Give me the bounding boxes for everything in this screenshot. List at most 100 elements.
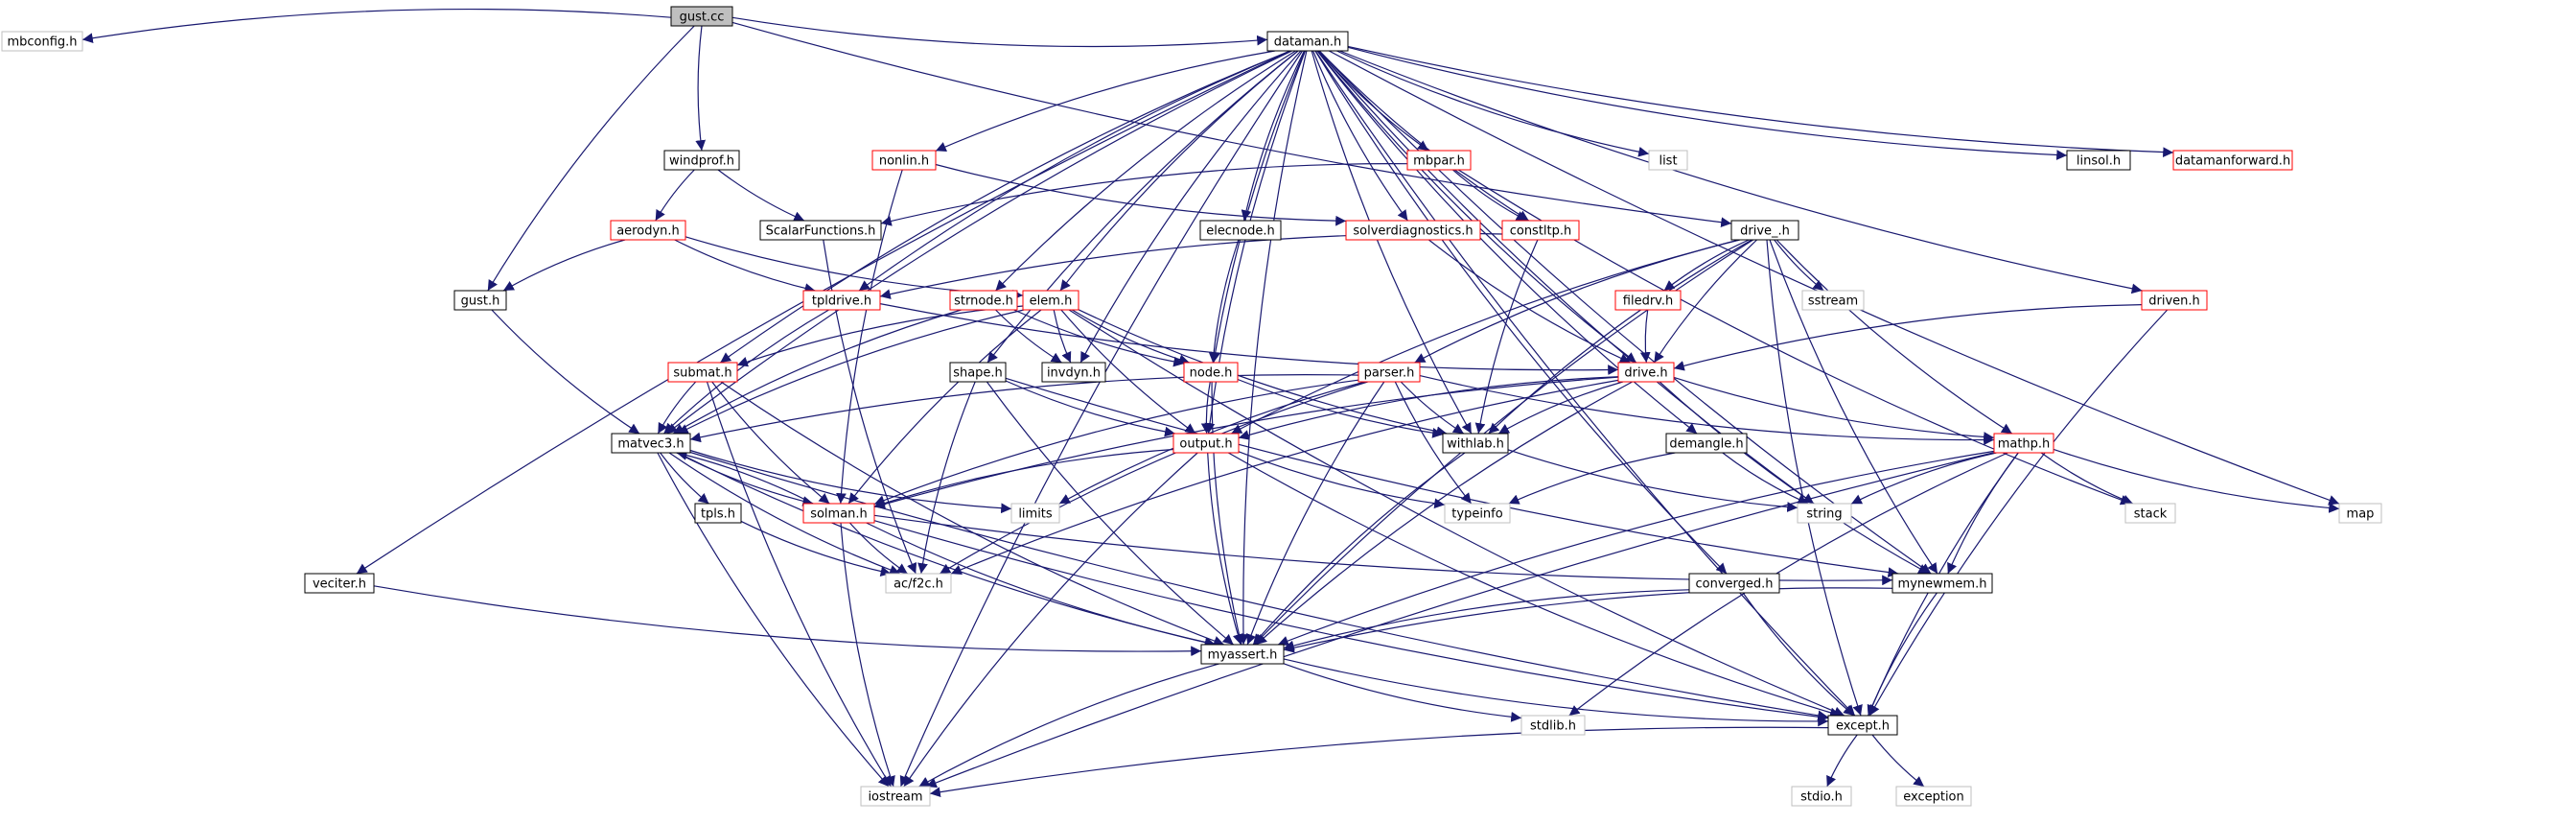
- edge-gust_cc-to-drive__h: [731, 21, 1732, 228]
- edge-parser_h-to-ac_f2c_h: [939, 381, 1368, 575]
- edge-node_h-to-myassert_h: [1211, 381, 1244, 646]
- edge-shape_h-to-mynewmem_h: [1005, 377, 1899, 577]
- node-label: map: [2347, 507, 2375, 522]
- edge-dataman_h-to-driven_h: [1339, 50, 2143, 294]
- node-label: datamanforward.h: [2175, 154, 2290, 169]
- edge-output_h-to-typeinfo: [1238, 451, 1446, 509]
- edge-submat_h-to-myassert_h: [720, 381, 1225, 647]
- node-strnode-h[interactable]: strnode.h: [949, 290, 1018, 311]
- node-box: [1010, 503, 1060, 524]
- node-mbpar-h[interactable]: mbpar.h: [1406, 150, 1472, 171]
- node-demangle-h[interactable]: demangle.h: [1665, 433, 1748, 454]
- edge-parser_h-to-mathp_h: [1419, 375, 1995, 445]
- node-box: [1791, 786, 1852, 807]
- node-limits: limits: [1010, 503, 1060, 524]
- node-box: [1022, 290, 1079, 311]
- node-box: [1183, 362, 1239, 383]
- node-mynewmem-h[interactable]: mynewmem.h: [1891, 573, 1993, 594]
- edge-withlab_h-to-myassert_h: [1252, 452, 1466, 646]
- node-mathp-h[interactable]: mathp.h: [1993, 433, 2054, 454]
- node-elecnode-h[interactable]: elecnode.h: [1199, 220, 1282, 241]
- node-mbconfig-h: mbconfig.h: [1, 31, 83, 52]
- edge-drive__h-to-myassert_h: [1253, 239, 1754, 646]
- node-linsol-h[interactable]: linsol.h: [2066, 150, 2131, 171]
- node-box: [1614, 290, 1682, 311]
- node-box: [1648, 150, 1688, 171]
- node-nonlin-h[interactable]: nonlin.h: [871, 150, 937, 171]
- node-filedrv-h[interactable]: filedrv.h: [1614, 290, 1682, 311]
- node-label: submat.h: [673, 366, 731, 381]
- node-box: [2066, 150, 2131, 171]
- node-withlab-h[interactable]: withlab.h: [1442, 433, 1509, 454]
- edge-output_h-to-iostream: [903, 452, 1198, 788]
- nodes-layer: gust.cc mbconfig.h dataman.h windprof.h nonl…: [1, 6, 2382, 807]
- node-submat-h[interactable]: submat.h: [667, 362, 738, 383]
- node-driven-h[interactable]: driven.h: [2141, 290, 2208, 311]
- node-aerodyn-h[interactable]: aerodyn.h: [610, 220, 686, 241]
- node-dataman-h[interactable]: dataman.h: [1266, 31, 1349, 52]
- node-label: mbconfig.h: [7, 35, 77, 50]
- edge-dataman_h-to-drive_h: [1316, 50, 1637, 364]
- node-label: limits: [1018, 507, 1053, 522]
- edge-drive__h-to-mathp_h: [1775, 239, 2013, 435]
- edge-solman_h-to-matvec3_h: [676, 450, 814, 505]
- node-solman-h[interactable]: solman.h: [802, 503, 875, 524]
- node-label: node.h: [1190, 366, 1233, 381]
- node-converged-h[interactable]: converged.h: [1688, 573, 1780, 594]
- node-parser-h[interactable]: parser.h: [1358, 362, 1421, 383]
- node-output-h[interactable]: output.h: [1172, 433, 1240, 454]
- node-scalarfunctions-h[interactable]: ScalarFunctions.h: [759, 220, 882, 241]
- node-except-h[interactable]: except.h: [1827, 715, 1898, 736]
- node-tpls-h[interactable]: tpls.h: [694, 503, 742, 524]
- node-constltp-h[interactable]: constltp.h: [1501, 220, 1580, 241]
- node-invdyn-h[interactable]: invdyn.h: [1041, 362, 1106, 383]
- node-drive-h[interactable]: drive.h: [1617, 362, 1675, 383]
- node-box: [1617, 362, 1675, 383]
- edge-gust_cc-to-mbconfig_h: [81, 8, 672, 44]
- node-box: [949, 362, 1007, 383]
- node-box: [611, 433, 691, 454]
- node-box: [759, 220, 882, 241]
- node-elem-h[interactable]: elem.h: [1022, 290, 1079, 311]
- edge-myassert_h-to-stdlib_h: [1283, 663, 1522, 722]
- node-box: [1266, 31, 1349, 52]
- node-label: linsol.h: [2077, 154, 2121, 169]
- edge-parser_h-to-matvec3_h: [689, 374, 1359, 443]
- node-box: [1730, 220, 1799, 241]
- node-windprof-h[interactable]: windprof.h: [663, 150, 740, 171]
- edge-matvec3_h-to-limits: [689, 449, 1012, 514]
- node-box: [1801, 290, 1865, 311]
- node-box: [1688, 573, 1780, 594]
- node-box: [1891, 573, 1993, 594]
- edge-drive_h-to-mathp_h: [1673, 376, 1995, 442]
- node-iostream: iostream: [860, 786, 931, 807]
- edge-mathp_h-to-stack: [2040, 452, 2134, 505]
- edge-gust_cc-to-gust_h: [487, 25, 695, 292]
- node-datamanforward-h[interactable]: datamanforward.h: [2172, 150, 2293, 171]
- node-gust-h[interactable]: gust.h: [453, 290, 507, 311]
- edge-dataman_h-to-solverdiagnostics_h: [1312, 50, 1408, 222]
- node-myassert-h[interactable]: myassert.h: [1200, 644, 1285, 665]
- node-drive--h[interactable]: drive_.h: [1730, 220, 1799, 241]
- edge-parser_h-to-myassert_h: [1245, 381, 1385, 646]
- node-veciter-h[interactable]: veciter.h: [304, 573, 375, 594]
- edge-strnode_h-to-invdyn_h: [995, 309, 1062, 364]
- edges-layer: [81, 8, 2340, 798]
- node-label: tpldrive.h: [812, 294, 871, 309]
- node-box: [1442, 433, 1509, 454]
- node-matvec3-h[interactable]: matvec3.h: [611, 433, 691, 454]
- edge-drive_h-to-solman_h: [873, 376, 1619, 509]
- node-solverdiagnostics-h[interactable]: solverdiagnostics.h: [1345, 220, 1481, 241]
- node-tpldrive-h[interactable]: tpldrive.h: [802, 290, 881, 311]
- node-label: iostream: [868, 790, 922, 805]
- node-shape-h[interactable]: shape.h: [949, 362, 1007, 383]
- edge-driven_h-to-drive_h: [1673, 304, 2143, 371]
- node-gust-cc[interactable]: gust.cc: [670, 6, 733, 27]
- edge-output_h-to-solman_h: [873, 448, 1174, 508]
- node-label: filedrv.h: [1623, 294, 1673, 309]
- node-node-h[interactable]: node.h: [1183, 362, 1239, 383]
- edge-dataman_h-to-except_h: [1314, 50, 1856, 717]
- edge-solman_h-to-mynewmem_h: [873, 514, 1893, 586]
- edge-solman_h-to-except_h: [873, 520, 1829, 722]
